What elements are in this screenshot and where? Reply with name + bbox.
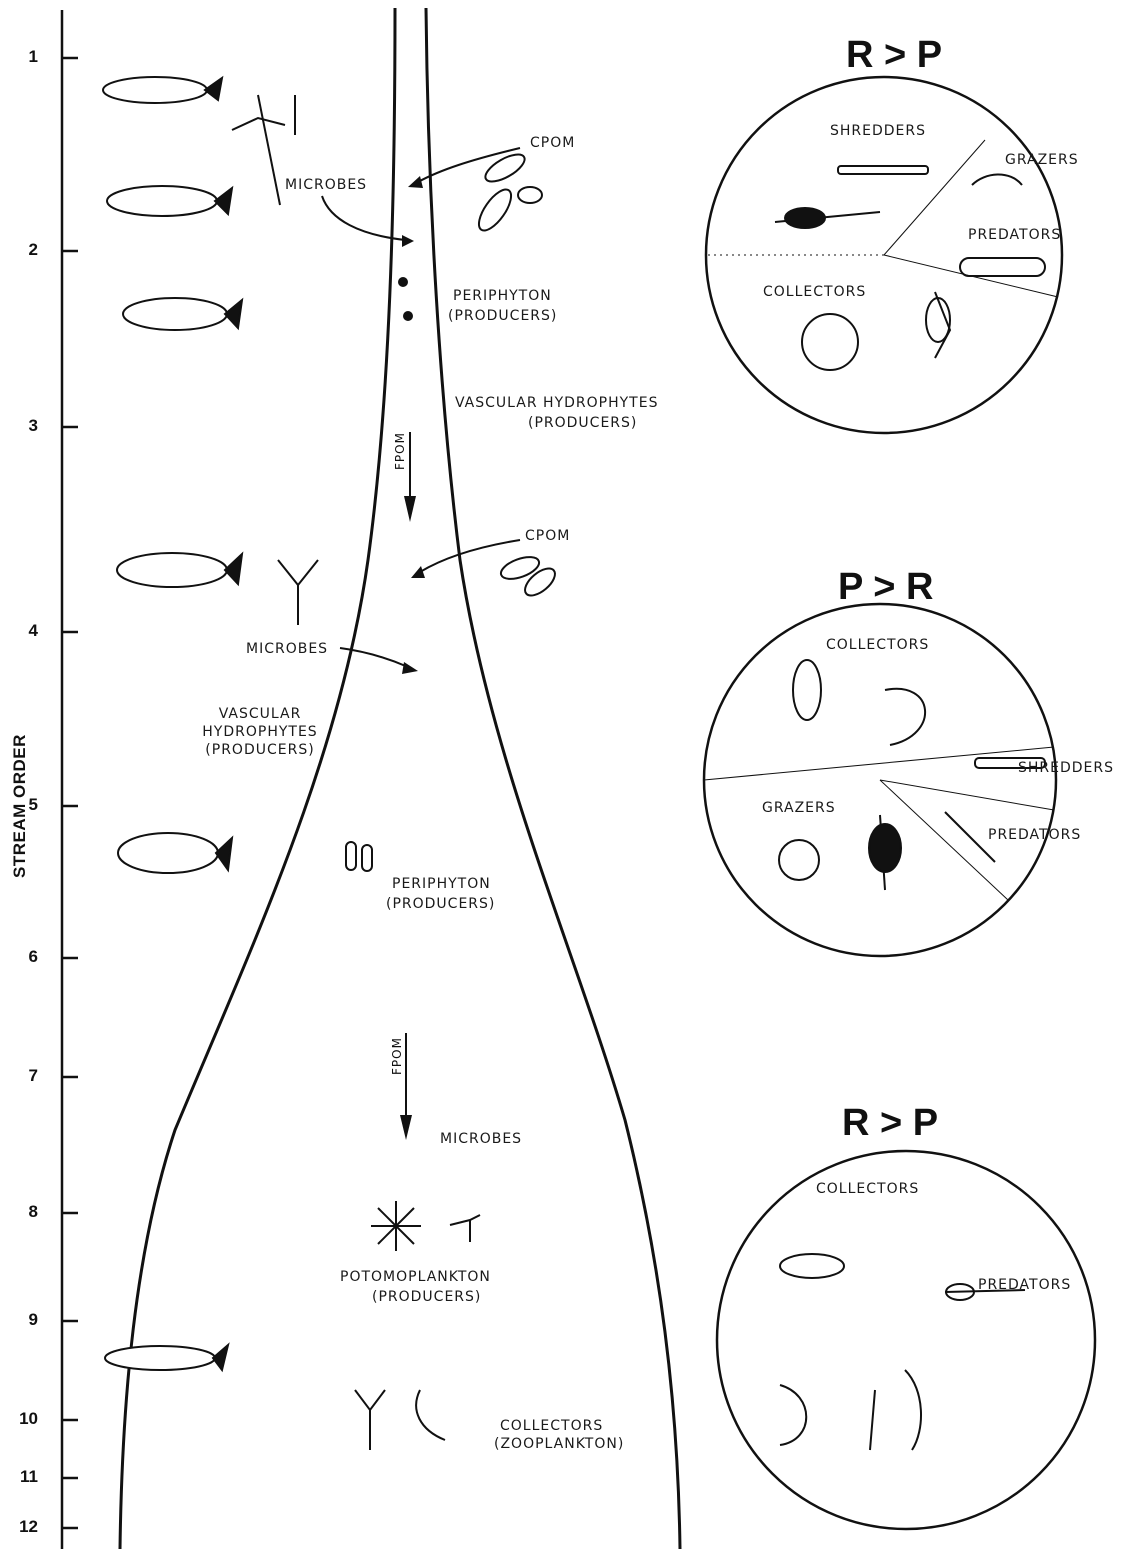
circle-top-shredders: SHREDDERS <box>830 123 927 139</box>
circle-bottom-collectors: COLLECTORS <box>816 1181 920 1197</box>
label-microbes-lower: MICROBES <box>440 1131 523 1147</box>
fish-icon <box>102 75 244 1373</box>
label-vascular-middle: VASCULAR <box>218 706 302 722</box>
label-periphyton-upper-sub: (PRODUCERS) <box>448 308 558 324</box>
circle-middle-grazers: GRAZERS <box>762 800 836 816</box>
label-periphyton-upper: PERIPHYTON <box>453 288 552 304</box>
label-fpom-upper: FPOM <box>393 432 407 470</box>
circle-middle-shredders: SHREDDERS <box>1018 760 1115 776</box>
tick-label: 2 <box>28 240 38 259</box>
label-collectors-lower: COLLECTORS <box>500 1418 604 1434</box>
label-cpom-middle: CPOM <box>525 528 571 544</box>
tick-label: 3 <box>28 416 38 435</box>
ratio-bottom: R > P <box>842 1102 939 1144</box>
tick-label: 8 <box>28 1202 38 1221</box>
label-periphyton-middle-sub: (PRODUCERS) <box>386 896 496 912</box>
zooplankton-icon <box>354 1201 481 1450</box>
stream-order-axis <box>60 10 78 1549</box>
label-plankton-sub: (PRODUCERS) <box>372 1289 482 1305</box>
label-collectors-lower-sub: (ZOOPLANKTON) <box>494 1436 625 1452</box>
label-periphyton-middle: PERIPHYTON <box>392 876 491 892</box>
label-vascular-middle-3: (PRODUCERS) <box>205 742 315 758</box>
tick-label: 7 <box>28 1066 38 1085</box>
ratio-top: R > P <box>846 34 943 76</box>
circle-middle-predators: PREDATORS <box>988 827 1082 843</box>
label-plankton: POTOMOPLANKTON <box>340 1269 491 1285</box>
label-vascular-middle-2: HYDROPHYTES <box>202 724 318 740</box>
label-cpom-upper: CPOM <box>530 135 576 151</box>
flow-arrows <box>321 147 521 1140</box>
tick-label: 11 <box>20 1467 38 1486</box>
tick-label: 9 <box>28 1310 38 1329</box>
tick-label: 12 <box>19 1517 38 1536</box>
circle-top-predators: PREDATORS <box>968 227 1062 243</box>
circle-bottom-predators: PREDATORS <box>978 1277 1072 1293</box>
label-fpom-lower: FPOM <box>390 1037 404 1075</box>
circle-organisms <box>774 165 1046 1451</box>
label-vascular-upper: VASCULAR HYDROPHYTES <box>455 395 659 411</box>
tick-label: 6 <box>28 947 38 966</box>
circle-bottom <box>715 1149 1097 1531</box>
tick-label: 4 <box>28 621 38 640</box>
label-microbes-upper: MICROBES <box>285 177 368 193</box>
circle-middle <box>702 602 1058 958</box>
label-microbes-middle: MICROBES <box>246 641 329 657</box>
circle-top-grazers: GRAZERS <box>1005 152 1079 168</box>
label-vascular-upper-sub: (PRODUCERS) <box>528 415 638 431</box>
tick-label: 10 <box>19 1409 38 1428</box>
diatom-icon <box>345 277 413 872</box>
ratio-middle: P > R <box>838 566 934 608</box>
river-channel <box>118 7 682 1549</box>
circle-middle-collectors: COLLECTORS <box>826 637 930 653</box>
insect-larva-icon <box>231 94 319 625</box>
leaf-icon <box>477 153 556 597</box>
tick-label: 5 <box>28 795 38 814</box>
circle-top-collectors: COLLECTORS <box>763 284 867 300</box>
tick-label: 1 <box>28 47 38 66</box>
